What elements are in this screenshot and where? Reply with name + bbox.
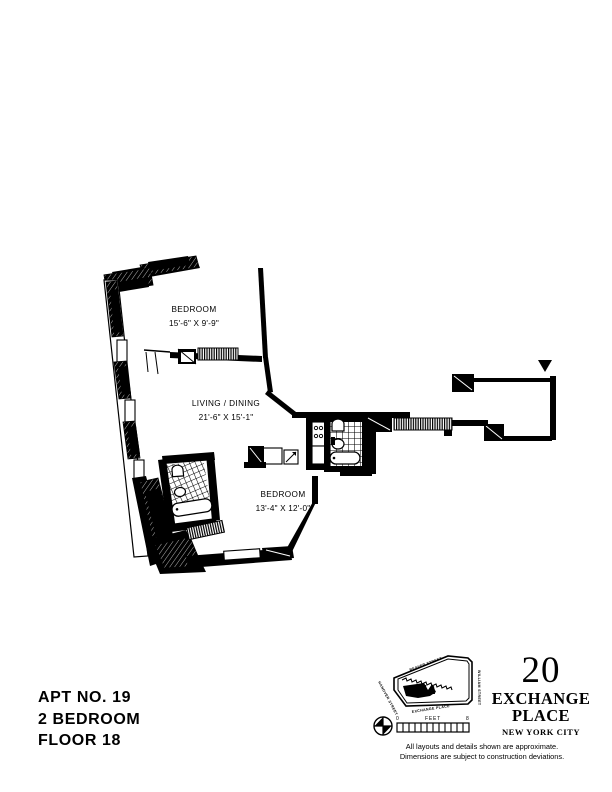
disclaimer-block: All layouts and details shown are approx…: [372, 742, 592, 761]
brand-line-2: PLACE: [512, 706, 570, 725]
apartment-info-block: APT NO. 19 2 BEDROOM FLOOR 18: [38, 687, 288, 752]
ensuite-toilet: [173, 486, 187, 498]
keyplan-street-bottom: EXCHANGE PLACE: [412, 704, 451, 714]
floor-plan-svg: BEDROOM 15'-6" X 9'-9" LIVING / DINING 2…: [103, 255, 556, 574]
disclaimer-line-2: Dimensions are subject to construction d…: [399, 751, 565, 761]
logo-keyplan-block: BEAVER STREET HANOVER STREET WILLIAM STR…: [372, 650, 592, 765]
apt-number-line: APT NO. 19: [38, 689, 132, 706]
disclaimer-line-1: All layouts and details shown are approx…: [405, 742, 559, 751]
apt-floor-line: FLOOR 18: [38, 732, 122, 749]
bedroom-south-label: BEDROOM: [260, 490, 305, 499]
bedroom-north-label: BEDROOM: [171, 305, 216, 314]
room-bedroom-north: BEDROOM 15'-6" X 9'-9": [143, 268, 268, 375]
scale-max-label: 8: [466, 716, 469, 722]
keyplan-diagram: BEAVER STREET HANOVER STREET WILLIAM STR…: [373, 655, 481, 736]
bathroom-sink: [331, 418, 345, 432]
building-brand: 20 EXCHANGE PLACE NEW YORK CITY: [490, 652, 592, 738]
bedroom-south-dimensions: 13'-4" X 12'-0": [256, 504, 311, 513]
north-arrow-icon: [373, 716, 393, 736]
brand-line-3: NEW YORK CITY: [501, 726, 581, 737]
living-dining-dimensions: 21'-6" X 15'-1": [199, 413, 254, 422]
bathroom-tub: [329, 451, 361, 465]
ensuite-tub: [171, 498, 213, 517]
entrance-arrow-triangle-icon: [538, 360, 552, 372]
brand-line-1: EXCHANGE: [491, 689, 591, 708]
living-dining-label: LIVING / DINING: [192, 399, 260, 408]
bathroom-main: [324, 416, 392, 476]
scale-bar: [396, 722, 470, 733]
ensuite-sink: [171, 464, 185, 478]
bedroom-north-dimensions: 15'-6" X 9'-9": [169, 319, 219, 328]
brand-number: 20: [521, 650, 561, 691]
scale-unit-label: FEET: [425, 716, 441, 722]
kitchen-range: [311, 421, 326, 447]
keyplan-street-right: WILLIAM STREET: [477, 670, 481, 706]
apt-type-line: 2 BEDROOM: [38, 710, 141, 728]
hall-closet: [261, 447, 283, 465]
keyplan-building: [393, 655, 473, 707]
room-living-dining: LIVING / DINING 21'-6" X 15'-1": [192, 357, 410, 422]
floor-plan-drawing: BEDROOM 15'-6" X 9'-9" LIVING / DINING 2…: [103, 255, 556, 574]
scale-min-label: 0: [396, 716, 399, 722]
room-bedroom-south: BEDROOM 13'-4" X 12'-0": [158, 452, 318, 568]
entry-corridor: [393, 360, 556, 441]
kitchen-area: [244, 416, 340, 470]
bedroom-south-window: [223, 548, 261, 561]
